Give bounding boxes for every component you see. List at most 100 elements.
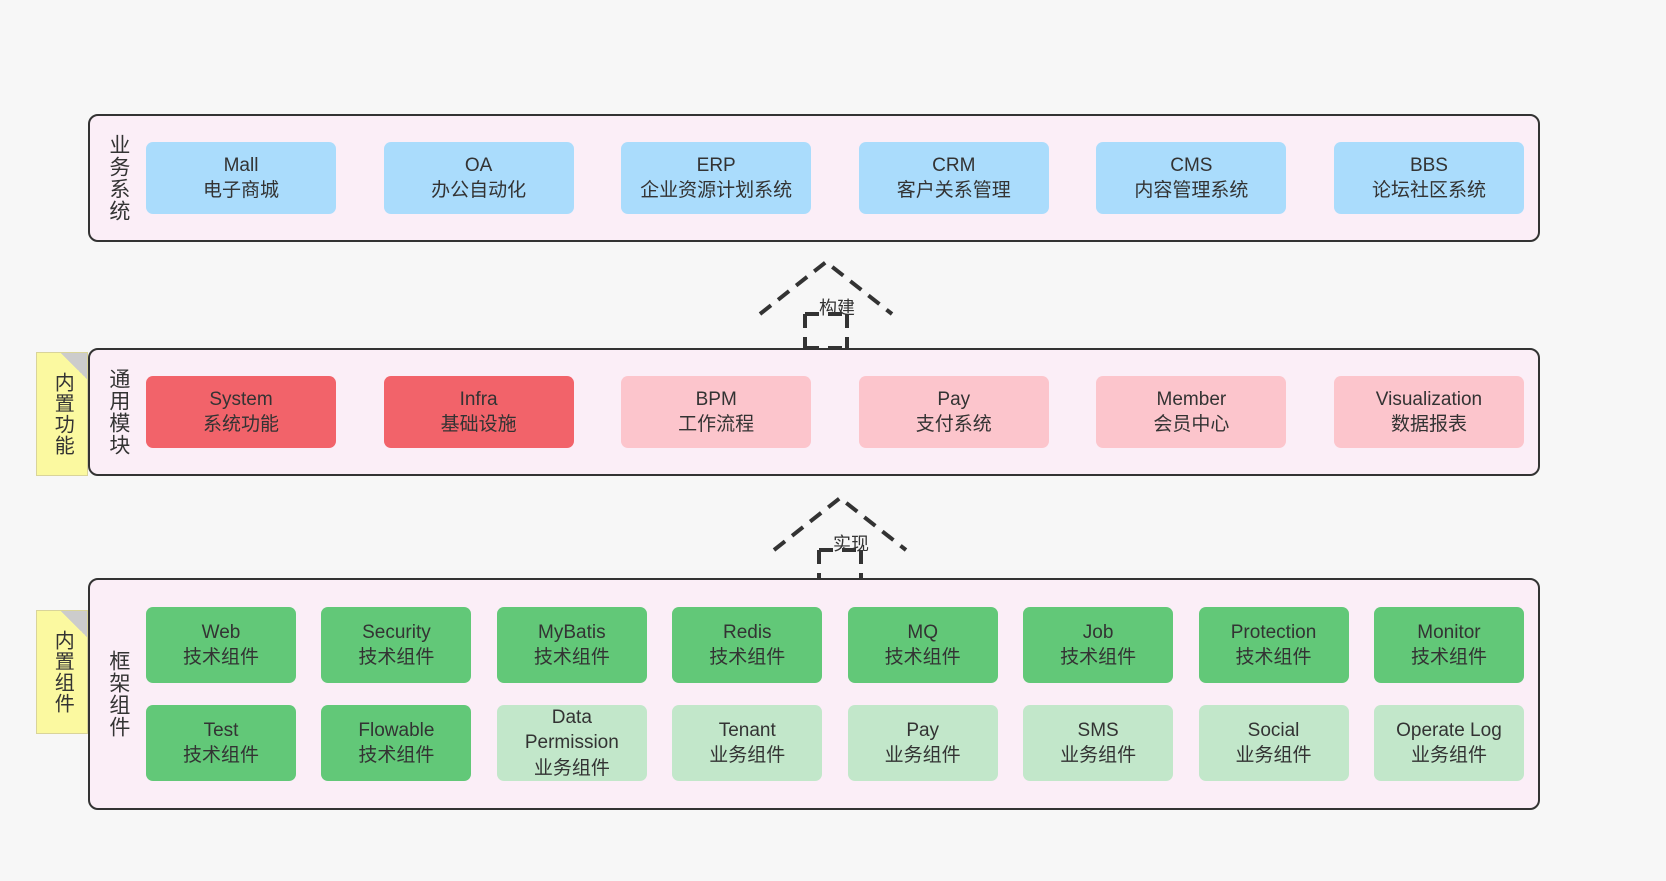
business-system-row: Mall 电子商城 OA 办公自动化 ERP 企业资源计划系统 CRM 客户关系…	[146, 142, 1524, 214]
node-subtitle: 会员中心	[1153, 414, 1230, 435]
node-title: MQ	[907, 621, 938, 643]
framework-biz-row: Test 技术组件 Flowable 技术组件 Data Permission …	[146, 705, 1524, 781]
node-title: Pay	[937, 388, 971, 410]
node-flowable[interactable]: Flowable 技术组件	[321, 705, 472, 781]
layer-title-framework-component: 框架组件	[106, 650, 130, 738]
node-title: SMS	[1077, 719, 1119, 741]
note-fold-corner	[61, 611, 87, 637]
node-subtitle: 业务组件	[1235, 745, 1312, 766]
node-title: Member	[1156, 388, 1227, 410]
node-social[interactable]: Social 业务组件	[1198, 705, 1349, 781]
node-cms[interactable]: CMS 内容管理系统	[1096, 142, 1287, 214]
node-title: Flowable	[358, 719, 435, 741]
framework-tech-row: Web 技术组件 Security 技术组件 MyBatis 技术组件 Redi…	[146, 607, 1524, 683]
node-title: Data Permission	[524, 707, 619, 754]
node-title: Security	[362, 621, 431, 643]
node-subtitle: 技术组件	[1410, 647, 1487, 668]
node-title: System	[209, 388, 273, 410]
connector-build-label: 构建	[819, 298, 855, 318]
node-subtitle: 办公自动化	[431, 180, 527, 201]
node-title: Web	[201, 621, 241, 643]
node-title: BBS	[1409, 154, 1448, 176]
node-pay-module[interactable]: Pay 支付系统	[858, 376, 1049, 448]
node-title: OA	[464, 154, 493, 176]
node-subtitle: 内容管理系统	[1134, 180, 1249, 201]
node-subtitle: 技术组件	[1060, 647, 1137, 668]
node-infra[interactable]: Infra 基础设施	[383, 376, 574, 448]
node-mq[interactable]: MQ 技术组件	[847, 607, 998, 683]
node-title: Operate Log	[1396, 719, 1502, 741]
node-subtitle: 技术组件	[884, 647, 961, 668]
node-title: MyBatis	[538, 621, 606, 643]
node-subtitle: 支付系统	[915, 414, 992, 435]
node-web[interactable]: Web 技术组件	[146, 607, 296, 683]
layer-title-business-system: 业务系统	[106, 134, 130, 222]
note-builtin-function: 内置功能	[36, 352, 88, 476]
node-subtitle: 业务组件	[1060, 745, 1137, 766]
node-subtitle: 业务组件	[533, 757, 610, 779]
node-title: Test	[203, 719, 239, 741]
node-subtitle: 数据报表	[1390, 414, 1467, 435]
node-title: Visualization	[1375, 388, 1483, 410]
layer-common-module: 通用模块 System 系统功能 Infra 基础设施 BPM 工作流程 Pay…	[88, 348, 1540, 476]
node-title: Mall	[223, 154, 259, 176]
layer-body-common-module: System 系统功能 Infra 基础设施 BPM 工作流程 Pay 支付系统…	[146, 350, 1538, 474]
node-subtitle: 系统功能	[202, 414, 279, 435]
node-member[interactable]: Member 会员中心	[1096, 376, 1287, 448]
node-redis[interactable]: Redis 技术组件	[672, 607, 823, 683]
layer-body-framework-component: Web 技术组件 Security 技术组件 MyBatis 技术组件 Redi…	[146, 580, 1538, 808]
node-job[interactable]: Job 技术组件	[1023, 607, 1174, 683]
node-bbs[interactable]: BBS 论坛社区系统	[1333, 142, 1524, 214]
note-fold-corner	[61, 353, 87, 379]
node-mall[interactable]: Mall 电子商城	[146, 142, 336, 214]
layer-title-common-module: 通用模块	[106, 368, 130, 456]
node-pay-component[interactable]: Pay 业务组件	[847, 705, 998, 781]
node-title: Social	[1247, 719, 1300, 741]
node-sms[interactable]: SMS 业务组件	[1023, 705, 1174, 781]
node-title: ERP	[696, 154, 736, 176]
node-test[interactable]: Test 技术组件	[146, 705, 296, 781]
node-erp[interactable]: ERP 企业资源计划系统	[621, 142, 812, 214]
node-subtitle: 业务组件	[1410, 745, 1487, 766]
layer-business-system: 业务系统 Mall 电子商城 OA 办公自动化 ERP 企业资源计划系统 CRM…	[88, 114, 1540, 242]
node-subtitle: 客户关系管理	[896, 180, 1011, 201]
node-title: Job	[1082, 621, 1114, 643]
node-subtitle: 技术组件	[709, 647, 786, 668]
node-subtitle: 企业资源计划系统	[640, 180, 793, 201]
node-subtitle: 技术组件	[1235, 647, 1312, 668]
node-title: Redis	[722, 621, 772, 643]
node-operate-log[interactable]: Operate Log 业务组件	[1373, 705, 1524, 781]
node-subtitle: 业务组件	[884, 745, 961, 766]
node-crm[interactable]: CRM 客户关系管理	[858, 142, 1049, 214]
node-system[interactable]: System 系统功能	[146, 376, 336, 448]
node-oa[interactable]: OA 办公自动化	[383, 142, 574, 214]
node-title: Monitor	[1417, 621, 1481, 643]
node-visualization[interactable]: Visualization 数据报表	[1333, 376, 1524, 448]
layer-body-business-system: Mall 电子商城 OA 办公自动化 ERP 企业资源计划系统 CRM 客户关系…	[146, 116, 1538, 240]
node-subtitle: 技术组件	[533, 647, 610, 668]
node-title: CMS	[1170, 154, 1213, 176]
node-mybatis[interactable]: MyBatis 技术组件	[496, 607, 647, 683]
node-subtitle: 论坛社区系统	[1371, 180, 1486, 201]
note-label: 内置组件	[51, 630, 74, 714]
node-title: Tenant	[718, 719, 776, 741]
node-subtitle: 工作流程	[678, 414, 755, 435]
node-security[interactable]: Security 技术组件	[321, 607, 472, 683]
node-title: Pay	[906, 719, 940, 741]
node-monitor[interactable]: Monitor 技术组件	[1373, 607, 1524, 683]
node-title: CRM	[932, 154, 976, 176]
node-subtitle: 技术组件	[182, 647, 259, 668]
common-module-row: System 系统功能 Infra 基础设施 BPM 工作流程 Pay 支付系统…	[146, 376, 1524, 448]
node-protection[interactable]: Protection 技术组件	[1198, 607, 1349, 683]
node-subtitle: 技术组件	[182, 745, 259, 766]
node-subtitle: 基础设施	[440, 414, 517, 435]
node-tenant[interactable]: Tenant 业务组件	[672, 705, 823, 781]
note-label: 内置功能	[51, 372, 74, 456]
node-subtitle: 技术组件	[358, 745, 435, 766]
note-builtin-component: 内置组件	[36, 610, 88, 734]
node-title: BPM	[695, 388, 737, 410]
node-data-permission[interactable]: Data Permission 业务组件	[496, 705, 647, 781]
node-title: Protection	[1230, 621, 1317, 643]
node-bpm[interactable]: BPM 工作流程	[621, 376, 812, 448]
